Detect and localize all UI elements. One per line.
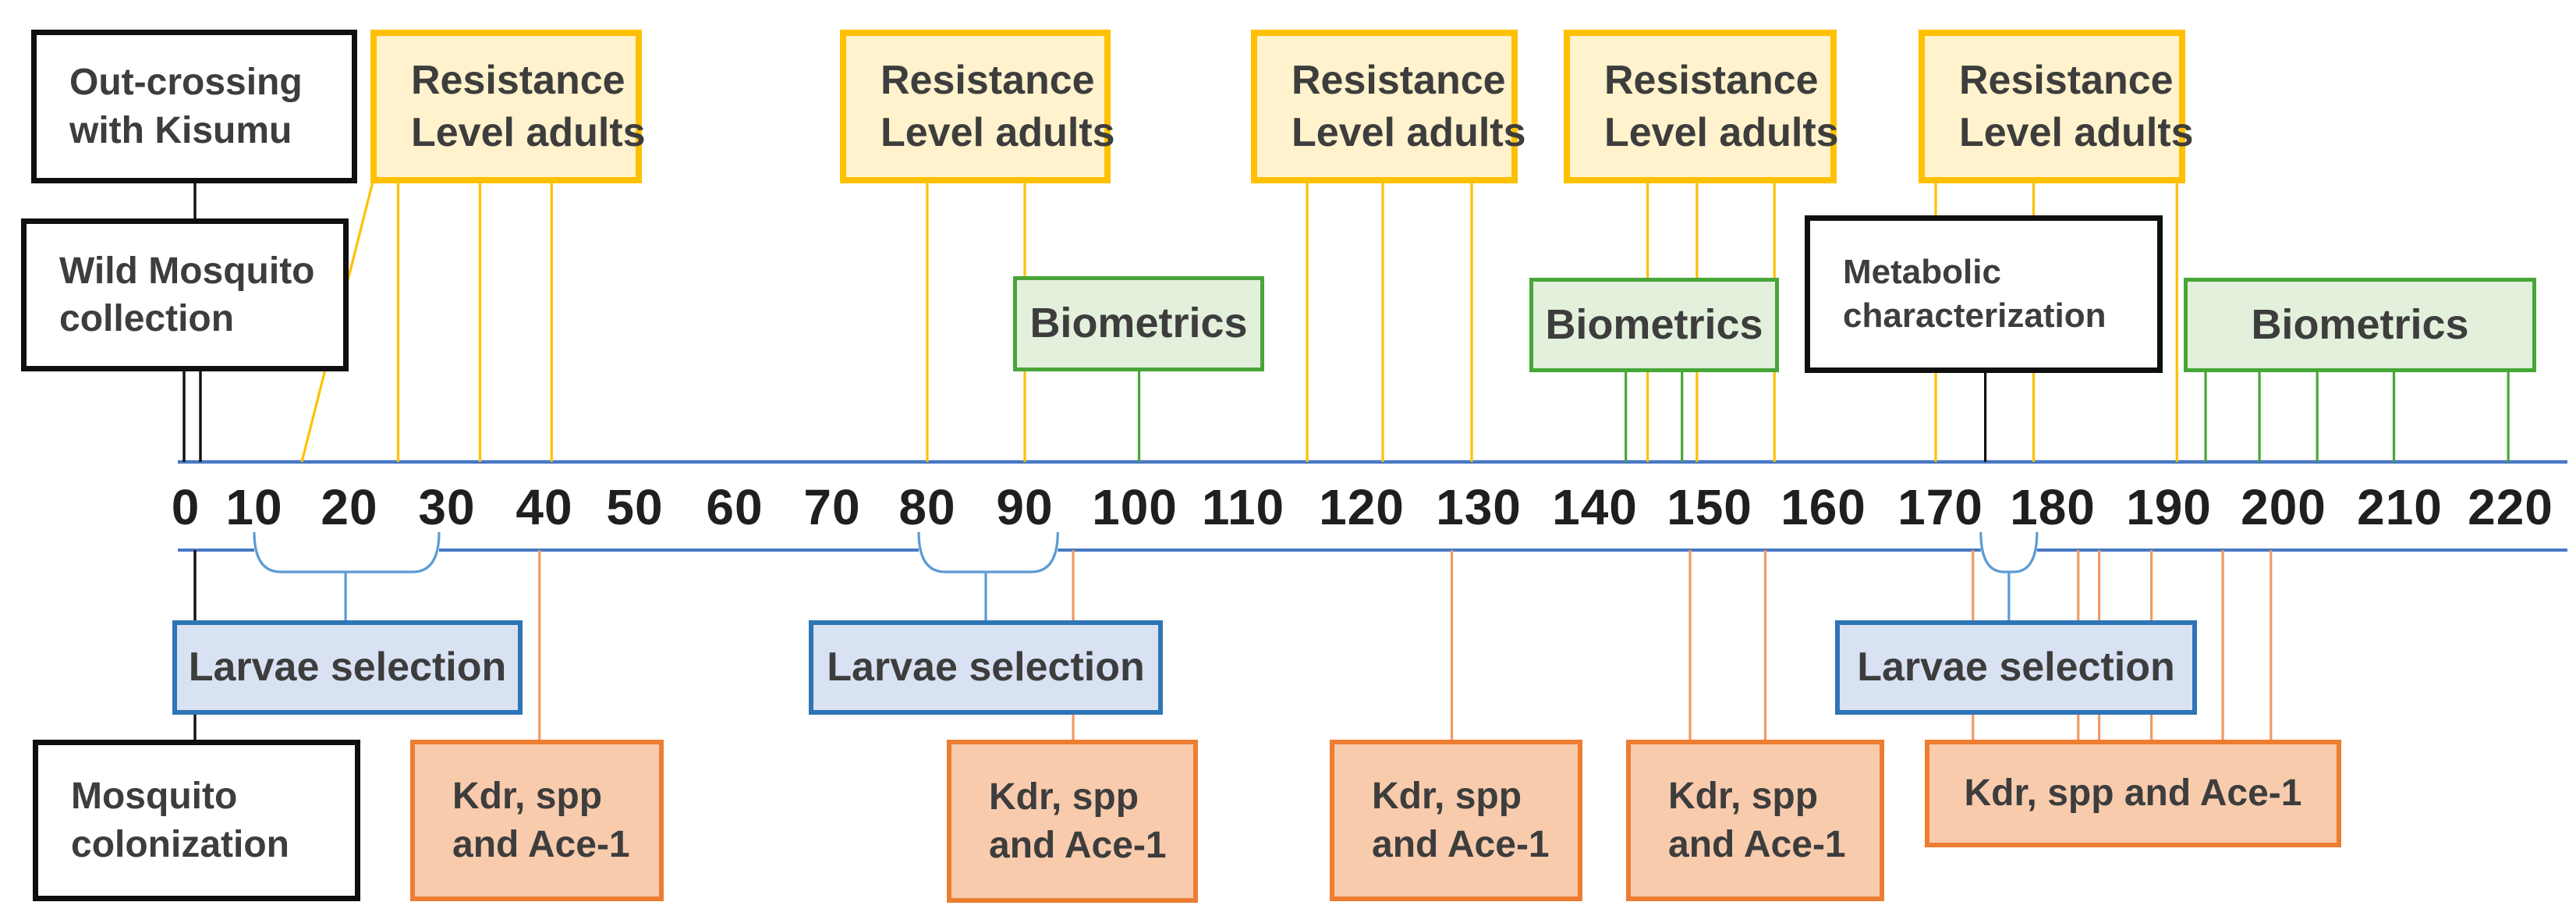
tick-label-70: 70 bbox=[803, 479, 861, 535]
box-label-line: and Ace-1 bbox=[1372, 823, 1550, 865]
box-label-line: Kdr, spp bbox=[1668, 776, 1819, 818]
box-label-line: and Ace-1 bbox=[452, 823, 630, 865]
box-label-line: Larvae selection bbox=[188, 644, 507, 691]
box-label-line: Kdr, spp bbox=[989, 776, 1139, 818]
box-label-line: Resistance bbox=[1292, 57, 1506, 103]
tick-label-200: 200 bbox=[2241, 479, 2326, 535]
tick-label-160: 160 bbox=[1781, 479, 1866, 535]
metabolic-box: Metabolic characterization bbox=[1805, 215, 2163, 373]
box-label-line: Metabolic bbox=[1843, 252, 2001, 291]
box-label-line: Larvae selection bbox=[1857, 644, 2175, 691]
curly-brace bbox=[253, 531, 441, 573]
box-label-line: characterization bbox=[1843, 296, 2107, 335]
tick-label-30: 30 bbox=[418, 479, 476, 535]
box-label-line: colonization bbox=[71, 823, 289, 865]
tick-label-130: 130 bbox=[1436, 479, 1522, 535]
tick-label-0: 0 bbox=[171, 479, 200, 535]
box-label-line: Level adults bbox=[411, 109, 646, 155]
box-label-line: Kdr, spp bbox=[452, 776, 603, 818]
box-label-line: Level adults bbox=[1604, 109, 1839, 155]
kdr-1-box: Kdr, spp and Ace-1 bbox=[410, 740, 664, 901]
box-label-line: Resistance bbox=[1604, 57, 1819, 103]
tick-label-190: 190 bbox=[2126, 479, 2212, 535]
mosquito-colonization-box: Mosquito colonization bbox=[33, 740, 360, 901]
biometrics-1-box: Biometrics bbox=[1013, 276, 1264, 371]
larvae-3-box: Larvae selection bbox=[1835, 620, 2197, 715]
tick-label-80: 80 bbox=[898, 479, 956, 535]
box-label-line: Kdr, spp bbox=[1372, 776, 1522, 818]
tick-label-50: 50 bbox=[606, 479, 664, 535]
larvae-1-box: Larvae selection bbox=[172, 620, 523, 715]
tick-label-40: 40 bbox=[516, 479, 573, 535]
tick-label-10: 10 bbox=[225, 479, 283, 535]
box-label-line: Biometrics bbox=[1029, 300, 1248, 347]
box-label-line: Level adults bbox=[1959, 109, 2194, 155]
biometrics-3-box: Biometrics bbox=[2184, 278, 2536, 372]
biometrics-2-box: Biometrics bbox=[1529, 278, 1779, 372]
tick-label-100: 100 bbox=[1092, 479, 1178, 535]
box-label-line: collection bbox=[59, 298, 235, 339]
box-label-line: Out-crossing bbox=[69, 62, 303, 104]
box-label-line: and Ace-1 bbox=[1668, 823, 1846, 865]
box-label-line: Biometrics bbox=[1545, 300, 1763, 348]
tick-label-140: 140 bbox=[1552, 479, 1638, 535]
box-label-line: Kdr, spp and Ace-1 bbox=[1964, 772, 2302, 815]
kdr-2-box: Kdr, spp and Ace-1 bbox=[947, 740, 1198, 903]
box-label-line: with Kisumu bbox=[69, 109, 292, 151]
tick-label-180: 180 bbox=[2010, 479, 2096, 535]
box-label-line: Biometrics bbox=[2251, 300, 2469, 348]
tick-label-20: 20 bbox=[321, 479, 378, 535]
tick-label-110: 110 bbox=[1201, 479, 1285, 535]
box-label-line: Resistance bbox=[411, 57, 625, 103]
kdr-4-box: Kdr, spp and Ace-1 bbox=[1626, 740, 1884, 901]
box-label-line: Level adults bbox=[881, 109, 1115, 155]
out-crossing-box: Out-crossing with Kisumu bbox=[31, 30, 357, 183]
larvae-2-box: Larvae selection bbox=[809, 620, 1163, 715]
box-label-line: Resistance bbox=[881, 57, 1095, 103]
box-label-line: Larvae selection bbox=[827, 644, 1145, 691]
tick-label-90: 90 bbox=[996, 479, 1054, 535]
tick-label-210: 210 bbox=[2357, 479, 2443, 535]
box-label-line: Wild Mosquito bbox=[59, 250, 315, 292]
box-label-line: Mosquito bbox=[71, 776, 238, 818]
kdr-5-box: Kdr, spp and Ace-1 bbox=[1925, 740, 2341, 847]
tick-label-170: 170 bbox=[1897, 479, 1983, 535]
tick-label-220: 220 bbox=[2468, 479, 2553, 535]
curly-brace bbox=[1979, 531, 2039, 573]
curly-brace bbox=[917, 531, 1059, 573]
box-label-line: Level adults bbox=[1292, 109, 1526, 155]
box-label-line: and Ace-1 bbox=[989, 824, 1167, 866]
box-label-line: Resistance bbox=[1959, 57, 2174, 103]
wild-collection-box: Wild Mosquito collection bbox=[21, 218, 349, 371]
tick-label-60: 60 bbox=[706, 479, 764, 535]
tick-label-150: 150 bbox=[1667, 479, 1752, 535]
tick-label-120: 120 bbox=[1319, 479, 1405, 535]
kdr-3-box: Kdr, spp and Ace-1 bbox=[1330, 740, 1582, 901]
